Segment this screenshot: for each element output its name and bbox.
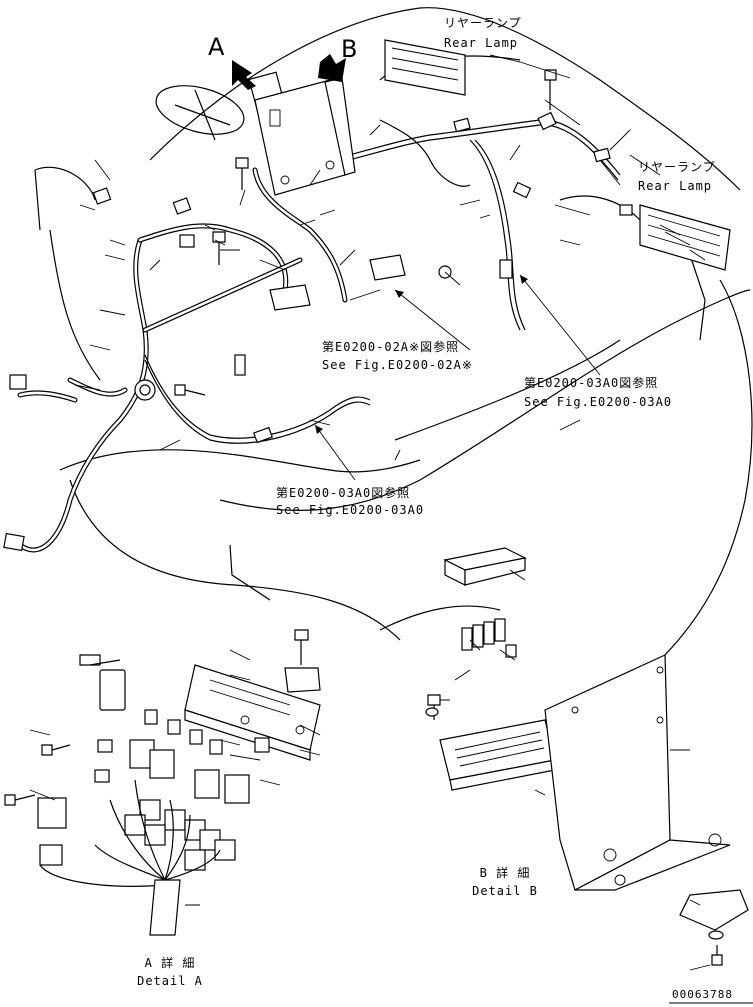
detail-b-fuse-box [425,547,749,971]
detail-a-jp: A 詳 細 [144,956,196,970]
rear-lamp-1-en: Rear Lamp [444,36,519,50]
main-wire-harness [17,167,348,553]
view-arrow-b [318,54,346,82]
view-arrow-a [232,60,256,90]
leader-lines [74,54,706,481]
detail-a-en: Detail A [137,974,203,988]
mounting-brackets [269,254,406,311]
rear-lamp-1-jp: リヤーランプ [444,16,522,30]
ref-02a-en: See Fig.E0200-02A※ [322,358,473,372]
ref-03a0-right-jp: 第E0200-03A0図参照 [524,376,659,390]
bracket-b [254,77,356,196]
rear-lamp-2-jp: リヤーランプ [638,160,716,174]
view-a-label: A [208,33,225,61]
ref-02a-jp: 第E0200-02A※図参照 [322,340,460,354]
machine-body-outline [34,7,753,661]
ref-03a0-right-en: See Fig.E0200-03A0 [524,395,673,409]
detail-b-jp: B 詳 細 [479,866,531,880]
ref-03a0-center-en: See Fig.E0200-03A0 [276,503,425,517]
detail-b-en: Detail B [472,884,538,898]
rear-harness [329,119,641,331]
drawing-number: 00063788 [672,988,733,1001]
detail-a-relay-panel [4,629,321,936]
view-b-label: B [341,35,358,63]
ref-03a0-center-jp: 第E0200-03A0図参照 [276,486,411,500]
rear-lamp-2-en: Rear Lamp [638,179,713,193]
